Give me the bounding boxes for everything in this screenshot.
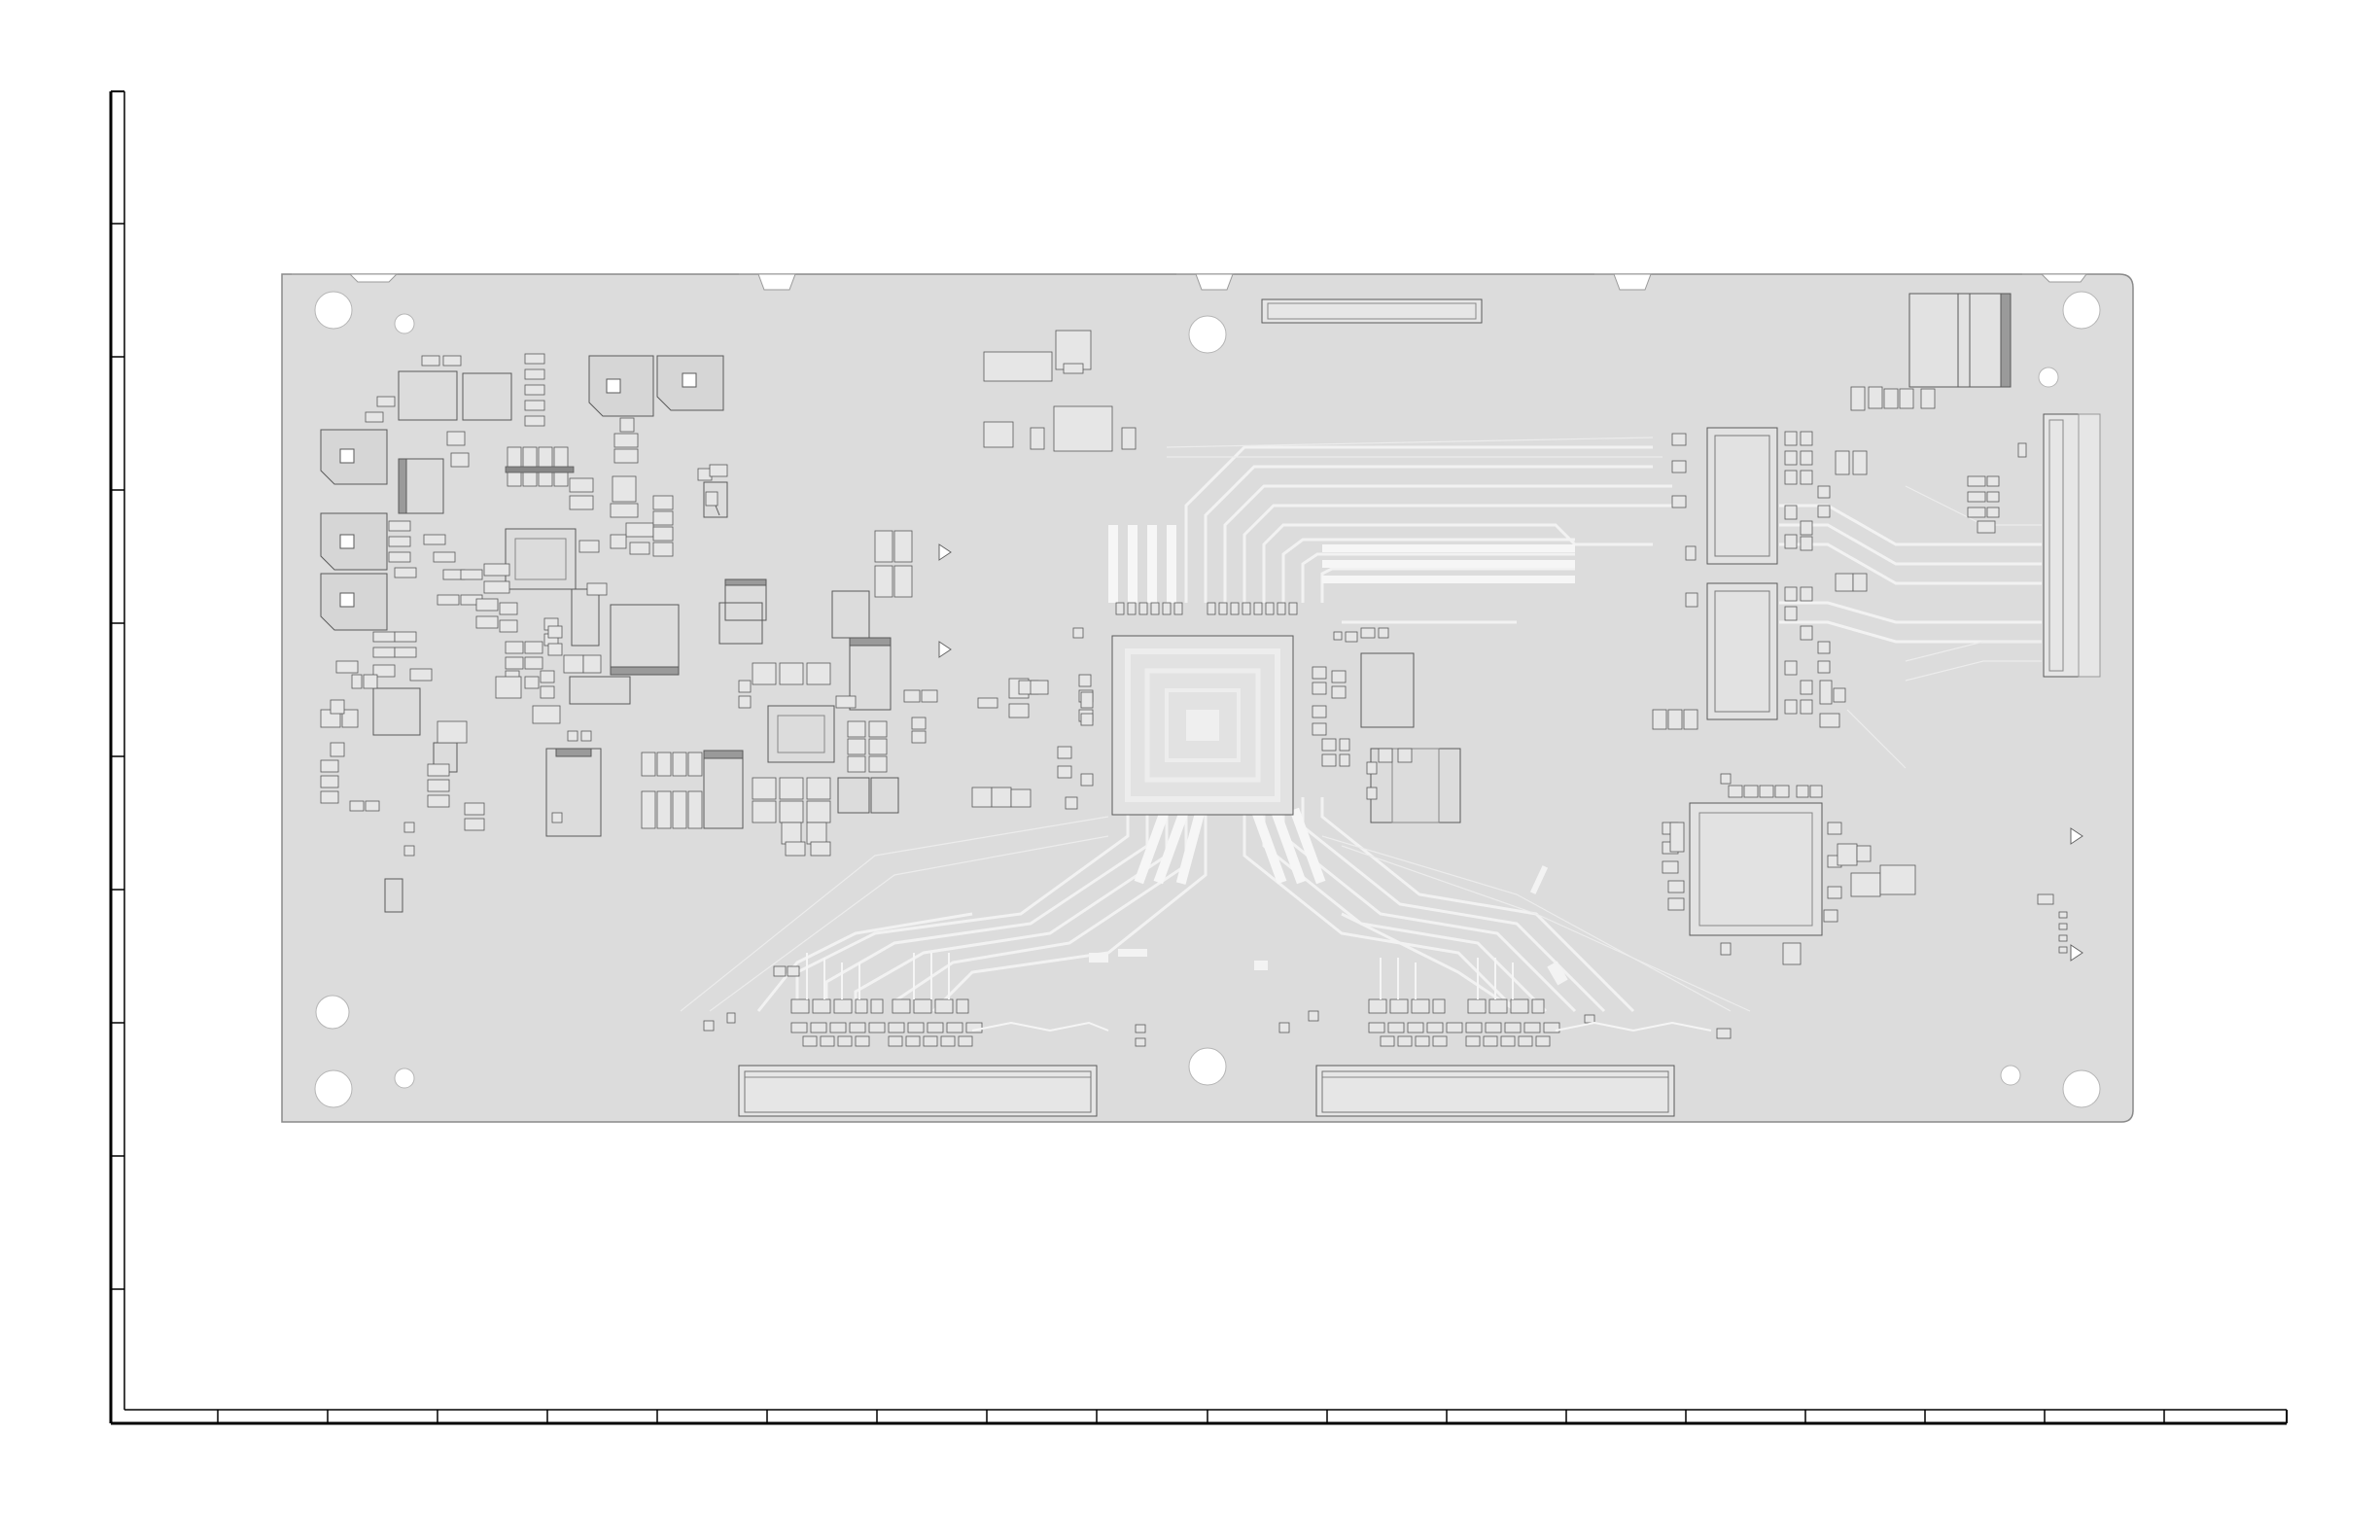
mounting-hole <box>1189 1048 1226 1085</box>
mounting-hole <box>2063 1070 2100 1107</box>
crystal <box>1909 294 2011 387</box>
source-driver-connector-right <box>1316 1066 1674 1116</box>
power-controller-qfp <box>1690 803 1822 935</box>
mounting-hole <box>315 292 352 329</box>
mounting-hole <box>2039 368 2058 387</box>
mounting-hole <box>395 314 414 333</box>
mounting-hole <box>2001 1066 2020 1085</box>
top-fpc-connector <box>1262 299 1482 323</box>
lvds-receiver-ic <box>1707 583 1777 719</box>
source-driver-connector-left <box>739 1066 1097 1116</box>
mounting-hole <box>315 1070 352 1107</box>
inductor <box>589 356 653 416</box>
mounting-hole <box>1189 316 1226 353</box>
horizontal-ruler-ticks <box>218 1410 2164 1423</box>
lvds-receiver-ic <box>1707 428 1777 564</box>
mounting-hole <box>395 1068 414 1088</box>
mounting-hole <box>316 996 349 1029</box>
vertical-ruler-ticks <box>111 224 124 1289</box>
mounting-hole <box>2063 292 2100 329</box>
lvds-input-connector <box>2044 414 2100 677</box>
